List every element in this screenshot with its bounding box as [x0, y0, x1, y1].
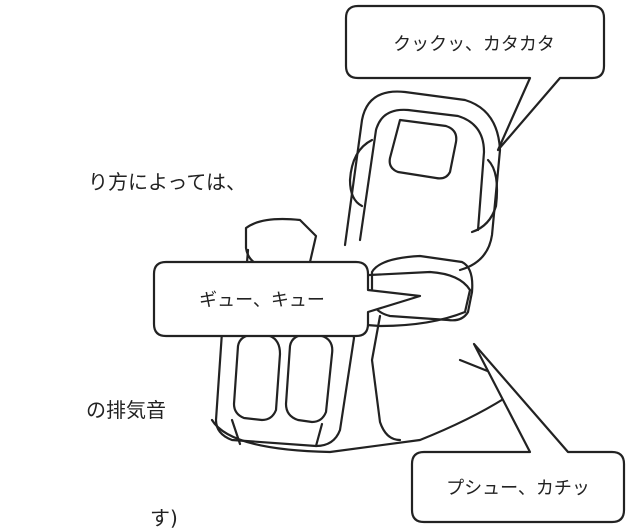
body-text-fragment-3: す) [150, 506, 178, 530]
callout-bottom-bubble [410, 342, 626, 524]
callout-left-bubble [152, 260, 422, 338]
body-text-fragment-1: り方によっては、 [88, 170, 246, 194]
armrest-right [370, 254, 474, 322]
leg-rest-bottom [230, 418, 324, 448]
headrest [388, 118, 458, 180]
callout-top-label: クックッ、カタカタ [393, 33, 555, 55]
seat-back [343, 90, 502, 272]
side-bolster-right [470, 158, 499, 234]
leg-rest-left-slot [232, 332, 282, 422]
armrest-right-side [370, 314, 402, 442]
callout-top-bubble [344, 4, 606, 152]
chair-base [210, 358, 512, 454]
seat-back-inner [358, 108, 486, 242]
leg-rest-right-slot [284, 332, 334, 424]
callout-left-label: ギュー、キュー [199, 290, 325, 311]
body-text-fragment-2: の排気音 [86, 398, 166, 422]
side-bolster-left [348, 138, 374, 208]
callout-bottom-label: プシュー、カチッ [446, 478, 590, 499]
